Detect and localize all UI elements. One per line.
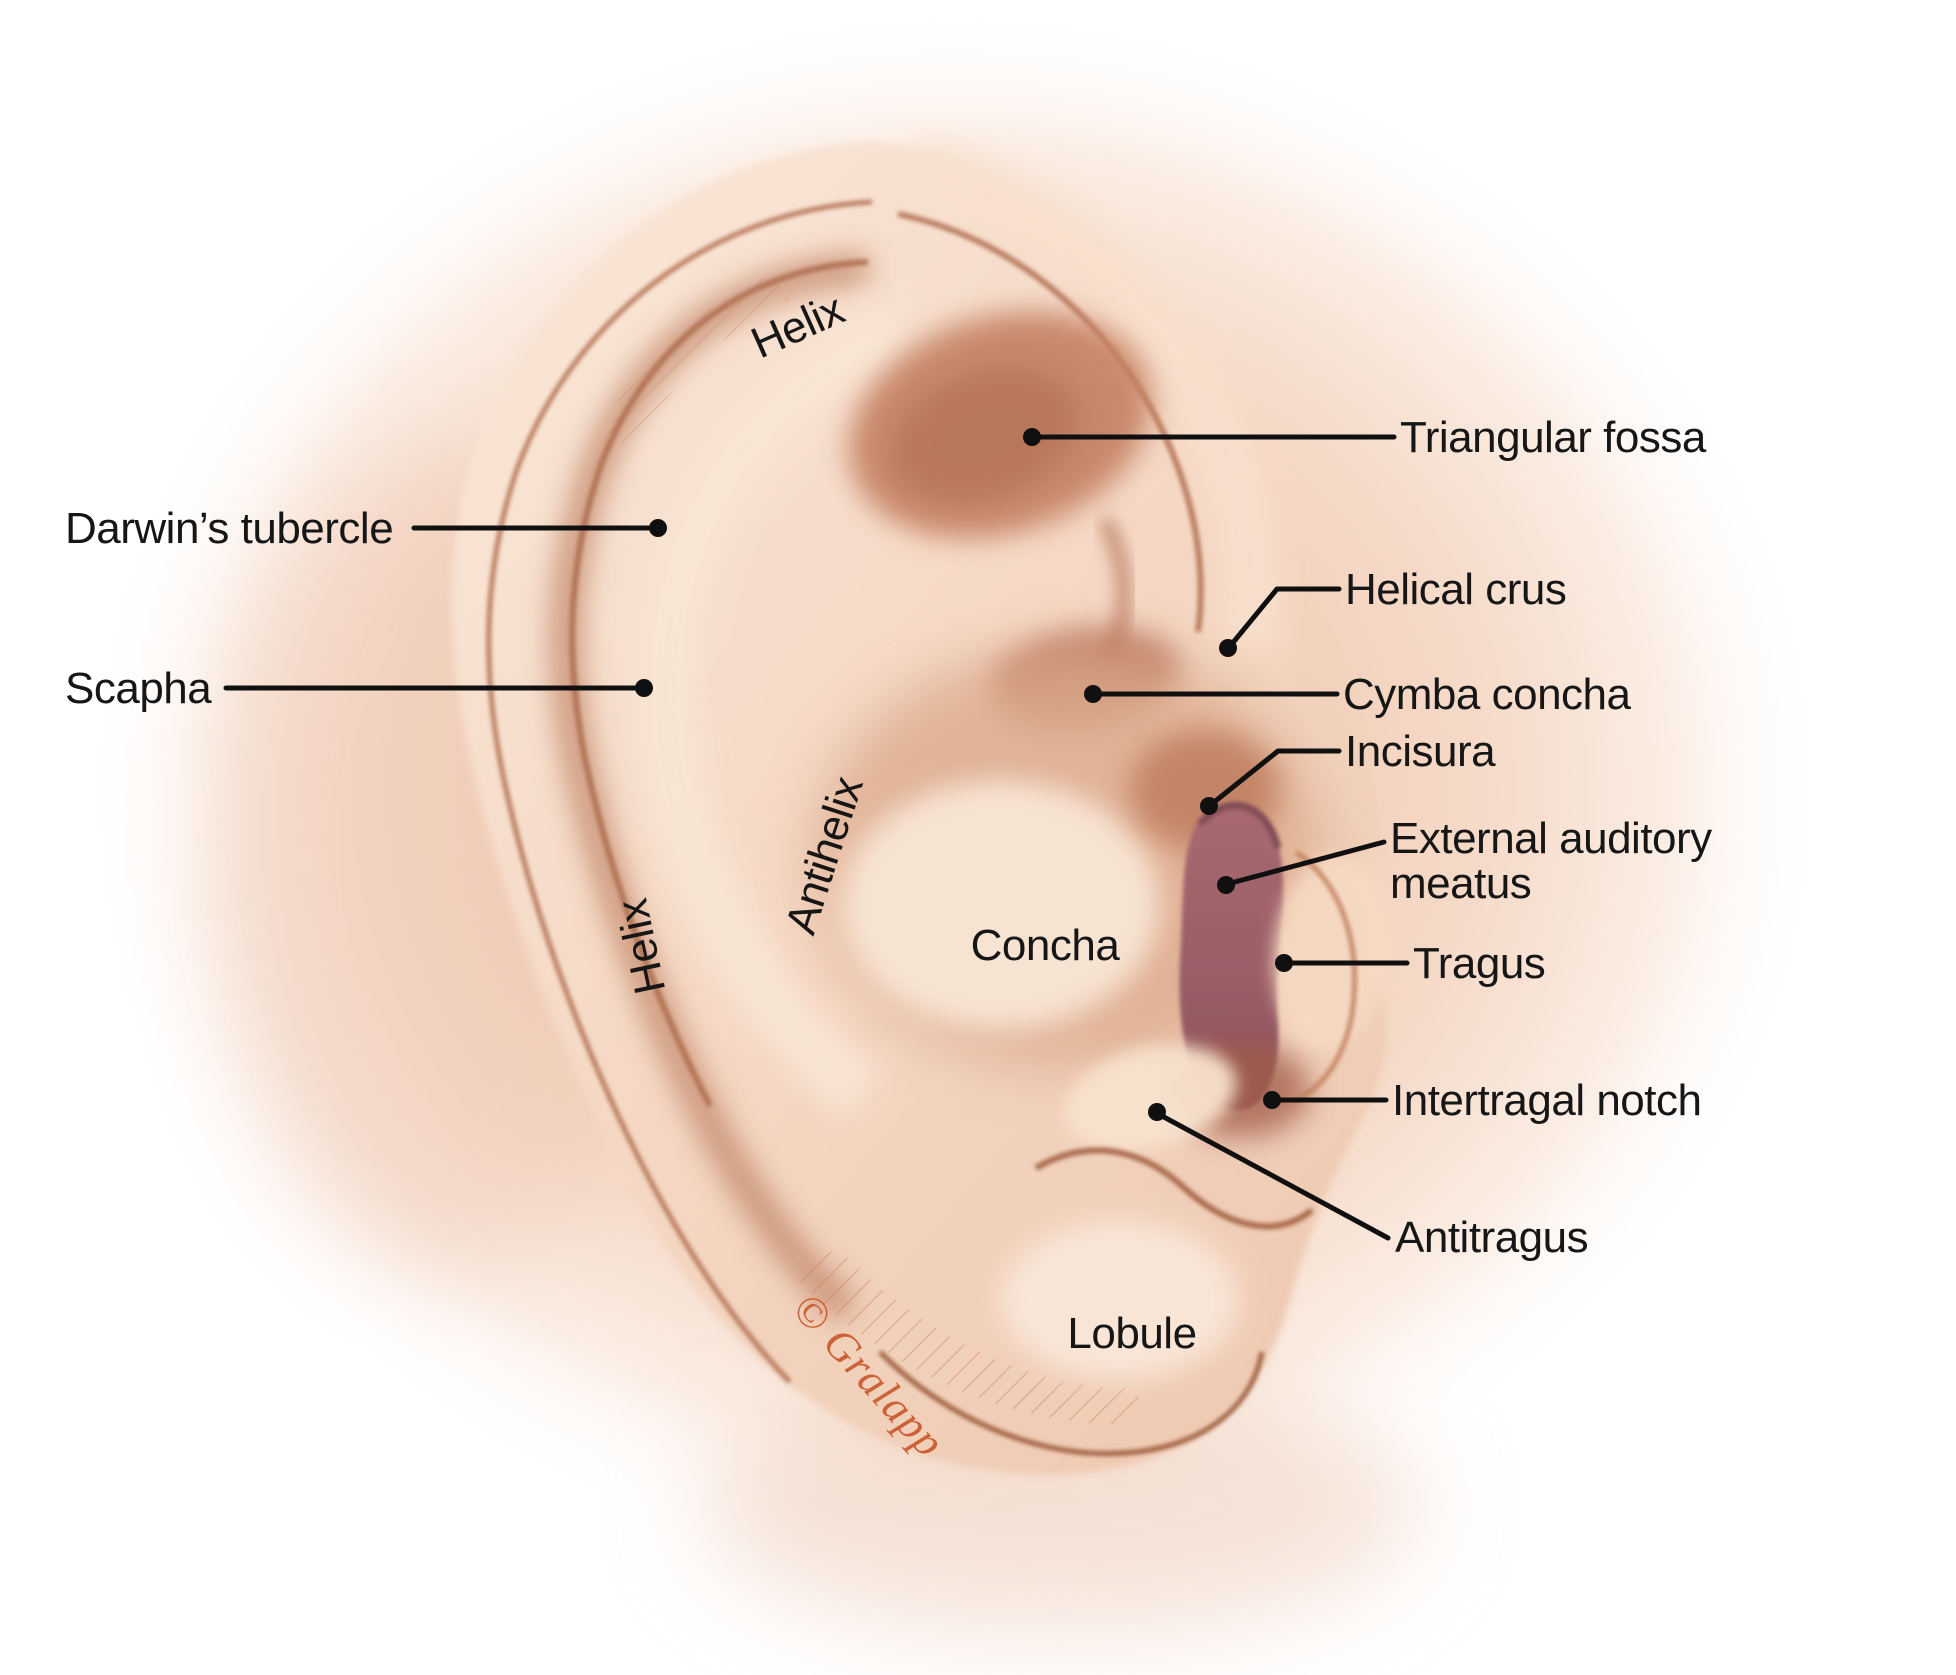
lobule-highlight	[1000, 1220, 1240, 1380]
label-external-auditory-meatus-line1: External auditory	[1390, 814, 1712, 863]
leader-helical-crus	[1219, 586, 1342, 657]
triangular-fossa-core	[892, 369, 1078, 501]
dot-scapha	[635, 679, 653, 697]
line-antitragus	[1159, 1113, 1391, 1241]
leader-cymba-concha	[1084, 685, 1340, 703]
scapha-hatching	[600, 275, 790, 450]
label-external-auditory-meatus-line2: meatus	[1390, 859, 1531, 908]
tragus-edge-line	[1287, 849, 1357, 1105]
antitragus-bump	[1063, 1045, 1237, 1151]
leader-incisura	[1200, 748, 1342, 815]
dot-external-auditory-meatus	[1217, 876, 1235, 894]
label-incisura: Incisura	[1345, 727, 1496, 776]
label-scapha: Scapha	[65, 664, 212, 713]
dot-triangular-fossa	[1023, 428, 1041, 446]
line-incisura	[1210, 748, 1342, 806]
line-helical-crus	[1228, 586, 1342, 648]
label-concha: Concha	[971, 921, 1121, 970]
dot-incisura	[1200, 797, 1218, 815]
label-antitragus: Antitragus	[1395, 1213, 1588, 1262]
label-tragus: Tragus	[1413, 939, 1545, 988]
leader-antitragus	[1148, 1103, 1391, 1241]
label-lobule: Lobule	[1067, 1309, 1196, 1358]
dot-tragus	[1275, 954, 1293, 972]
leader-intertragal-notch	[1263, 1091, 1389, 1109]
dot-cymba-concha	[1084, 685, 1102, 703]
meatus-upper-edge	[1197, 801, 1282, 849]
leader-external-auditory-meatus	[1217, 839, 1387, 894]
dot-intertragal-notch	[1263, 1091, 1281, 1109]
dot-helical-crus	[1219, 639, 1237, 657]
label-intertragal-notch: Intertragal notch	[1392, 1076, 1701, 1125]
helical-crus-fold-line	[897, 211, 1204, 633]
leader-darwins-tubercle	[411, 519, 667, 537]
external-auditory-meatus-opening	[1179, 802, 1284, 1110]
label-triangular-fossa: Triangular fossa	[1400, 413, 1707, 462]
leader-lines	[223, 428, 1410, 1241]
antihelix-ridge-highlight	[633, 304, 916, 1122]
dot-darwins-tubercle	[649, 519, 667, 537]
helix-outer-edge-line	[486, 199, 873, 1384]
leader-scapha	[223, 679, 653, 697]
label-darwins-tubercle: Darwin’s tubercle	[65, 504, 393, 553]
lobule-bottom-outline	[878, 1350, 1265, 1457]
concha-highlight	[840, 780, 1160, 1030]
leader-tragus	[1275, 954, 1410, 972]
line-external-auditory-meatus	[1228, 839, 1387, 886]
helix-rim-upper-right	[905, 138, 1281, 652]
lobule-hatching	[790, 1248, 1140, 1425]
glow-below-lobule	[700, 1375, 1420, 1635]
label-cymba-concha: Cymba concha	[1343, 670, 1632, 719]
label-helical-crus: Helical crus	[1345, 565, 1566, 614]
antitragus-lobule-fold	[1034, 1147, 1314, 1230]
tragus-bump	[1273, 854, 1391, 1050]
leader-triangular-fossa	[1023, 428, 1397, 446]
